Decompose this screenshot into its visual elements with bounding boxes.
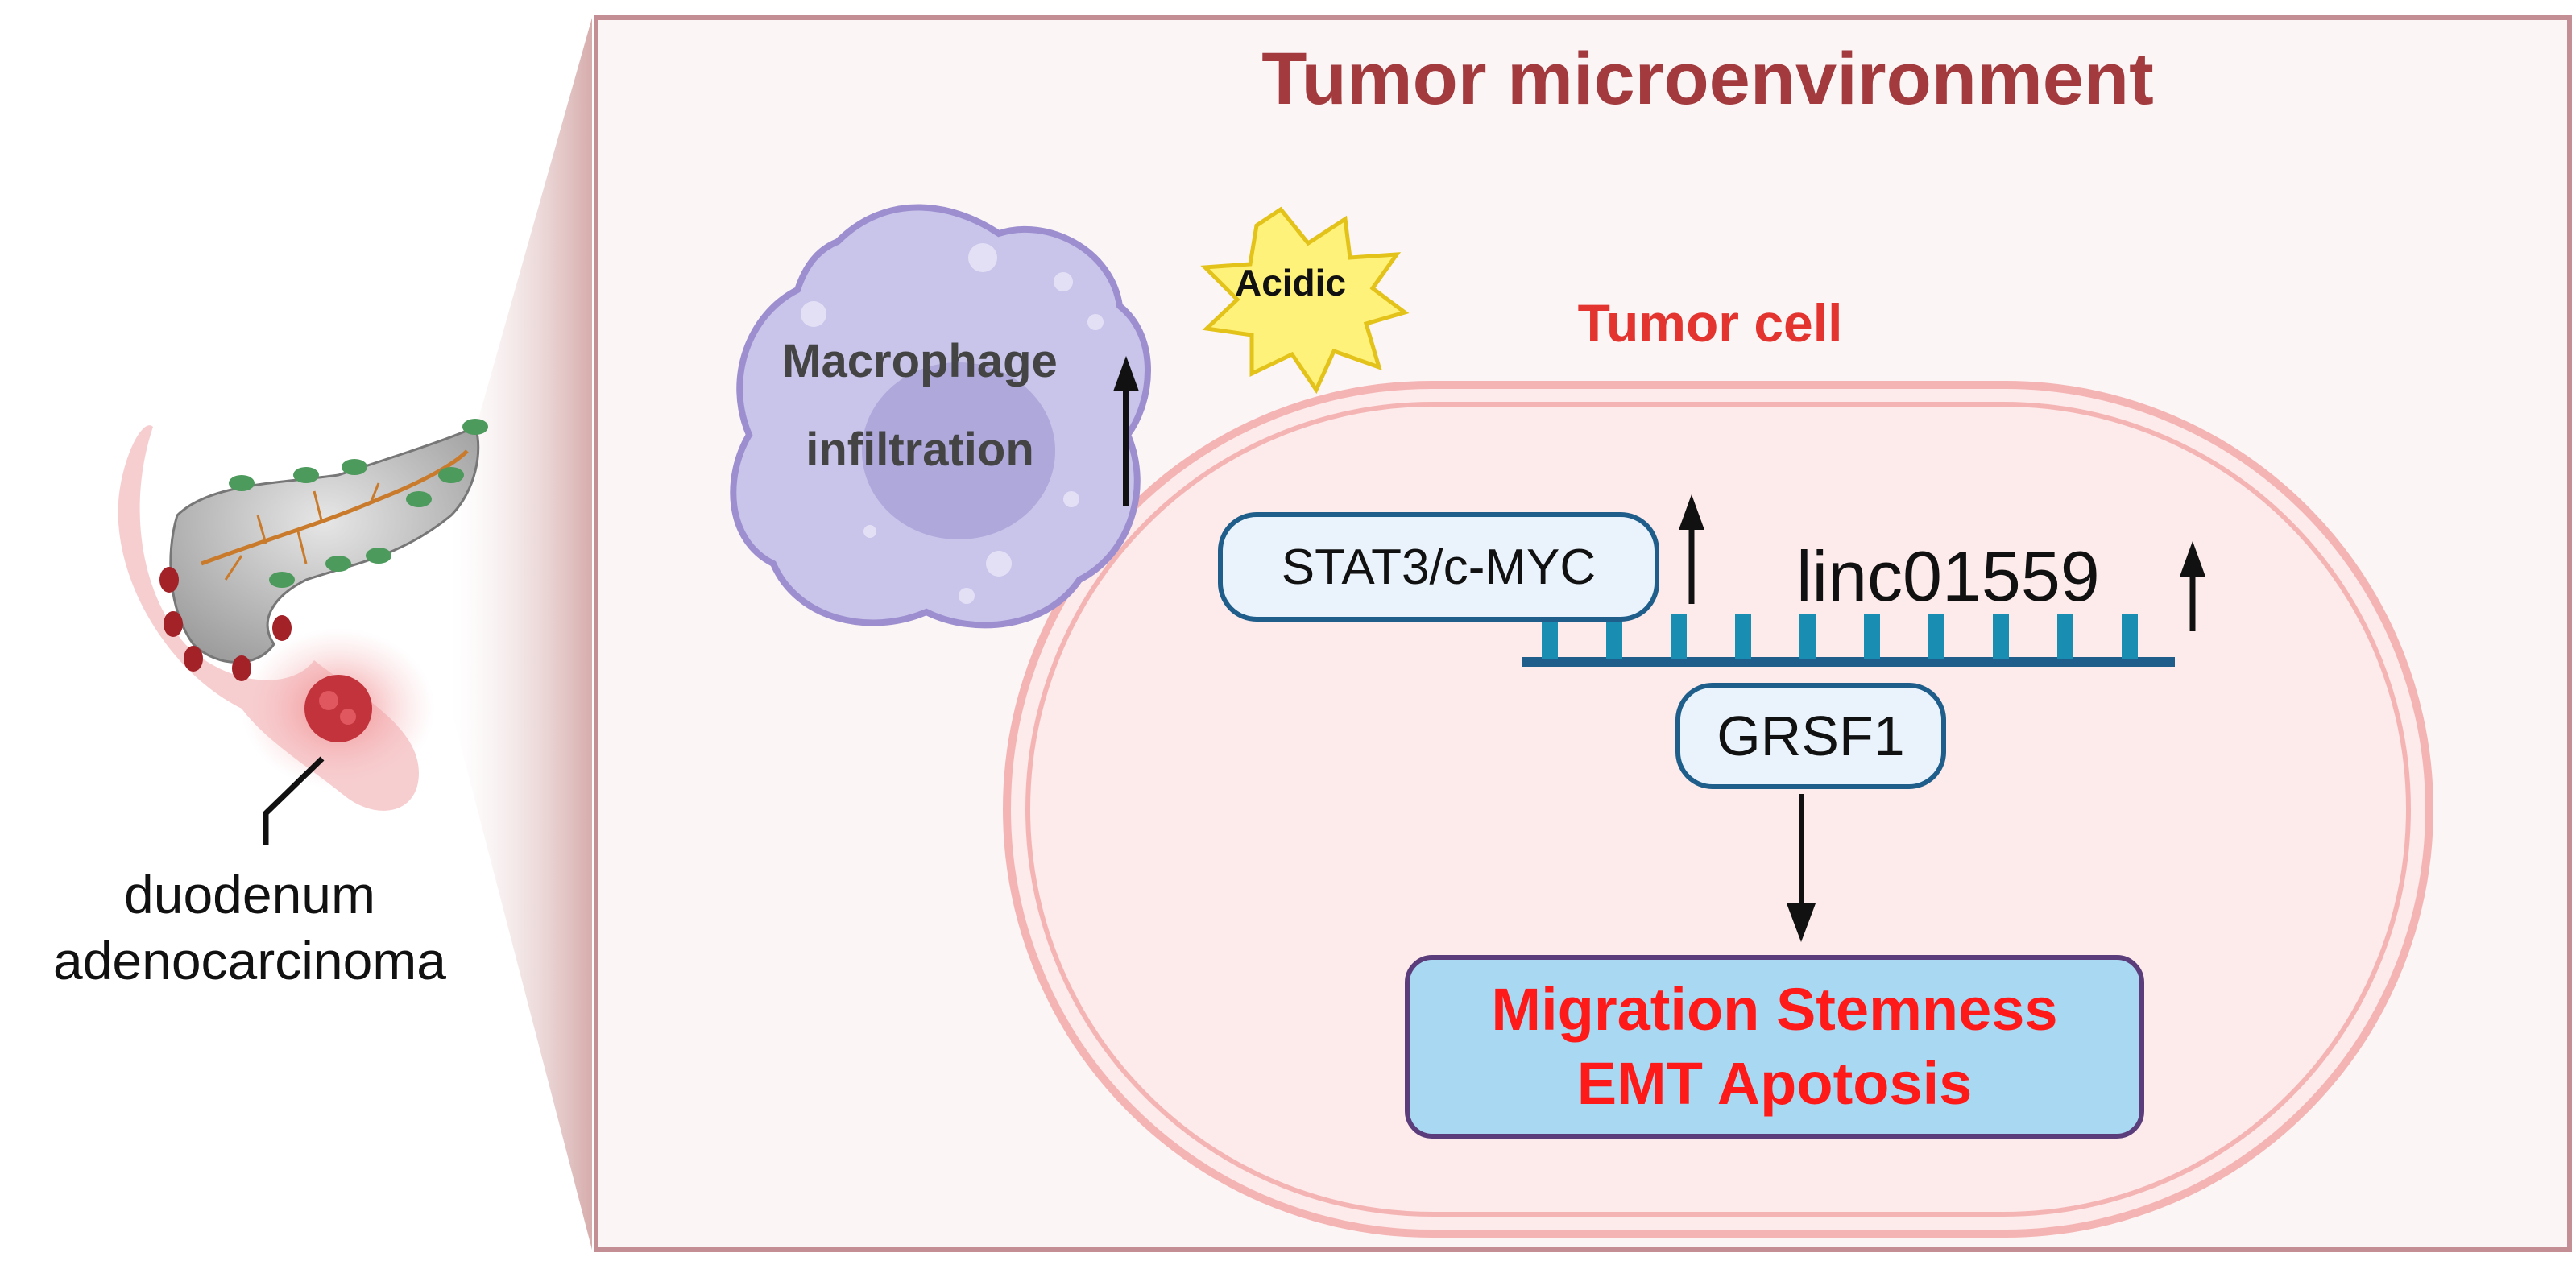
- outcome-line2: EMT Apotosis: [1576, 1050, 1973, 1117]
- tumor-pointer: [263, 756, 325, 845]
- outcome-box: Migration Stemness EMT Apotosis: [1405, 955, 2144, 1139]
- acidic-burst-icon: [1200, 206, 1410, 395]
- tissue-label-line1: duodenum: [124, 865, 375, 924]
- tumor-icon: [242, 628, 435, 789]
- grsf1-node: GRSF1: [1675, 683, 1946, 789]
- outcome-line1: Migration Stemness: [1491, 975, 2058, 1043]
- grsf1-label: GRSF1: [1717, 705, 1905, 767]
- up-arrow-icon: [1113, 356, 1139, 506]
- stat3-node: STAT3/c-MYC: [1218, 512, 1659, 622]
- acidic-label: Acidic: [1234, 262, 1347, 304]
- linc-up-arrow-icon: [2180, 541, 2205, 631]
- zoom-wedge: [451, 18, 592, 1250]
- macrophage-label-line1: Macrophage: [782, 335, 1058, 387]
- macrophage-label-line2: infiltration: [806, 424, 1034, 476]
- linc01559-label: linc01559: [1796, 536, 2100, 616]
- stat3-up-arrow-icon: [1679, 494, 1704, 604]
- down-arrow-icon: [1787, 794, 1816, 942]
- rna-strand-icon: [1522, 614, 2175, 667]
- macrophage-icon: [730, 204, 1151, 629]
- tumor-cell-title: Tumor cell: [1577, 293, 1843, 353]
- stat3-label: STAT3/c-MYC: [1281, 539, 1597, 595]
- tissue-label-line2: adenocarcinoma: [53, 931, 446, 990]
- microenvironment-title: Tumor microenvironment: [1261, 38, 2154, 120]
